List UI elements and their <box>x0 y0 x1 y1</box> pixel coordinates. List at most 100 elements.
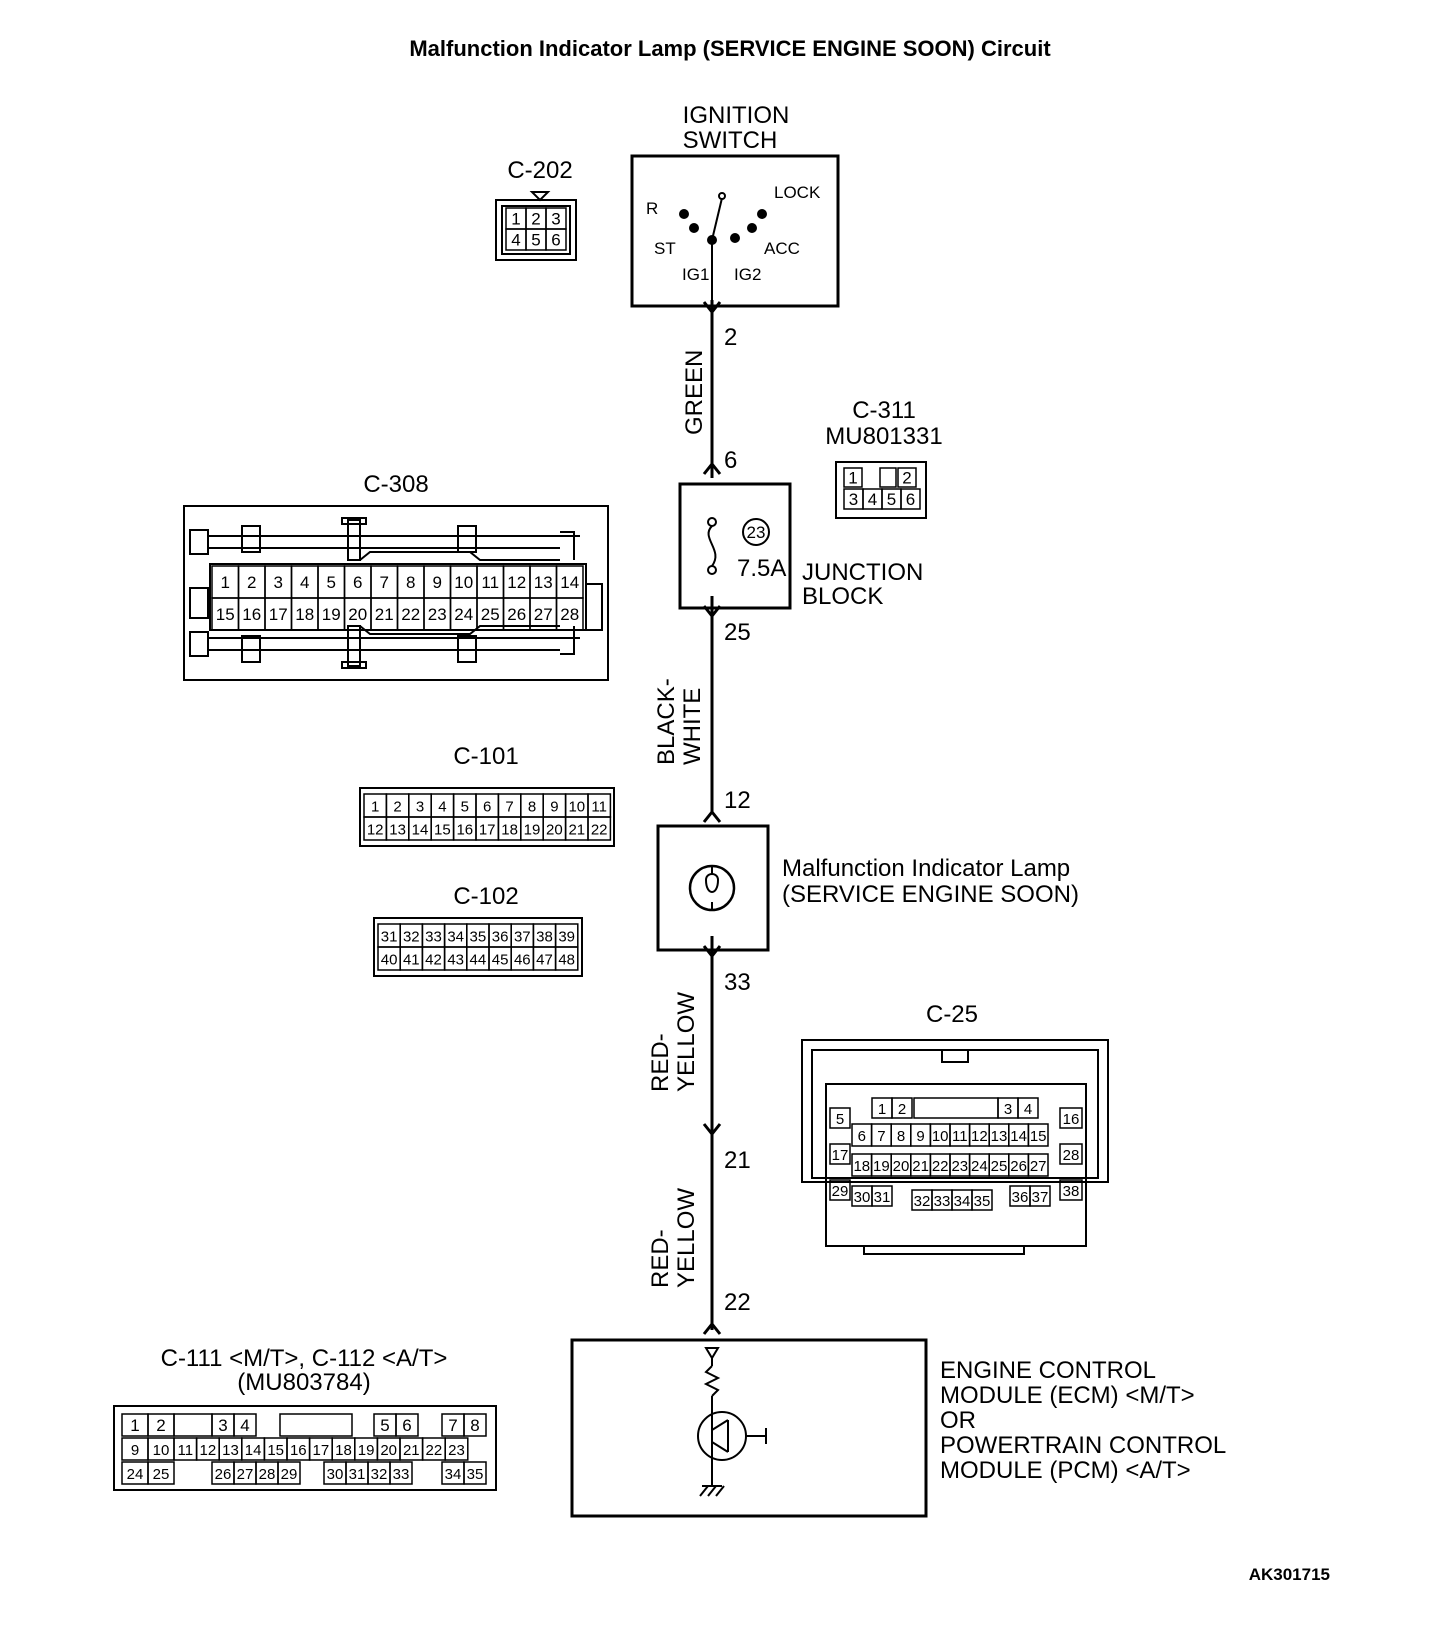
connector-pin-cell <box>277 1461 301 1485</box>
fuse-number: 23 <box>747 523 766 542</box>
connector-pin-cell <box>173 1413 213 1437</box>
connector-pin-cell <box>545 228 567 251</box>
connector-pin-label: 20 <box>348 605 367 624</box>
connector-pin-label: 1 <box>511 210 520 229</box>
fuse-rating: 7.5A <box>737 555 786 582</box>
connector-pin-label: 26 <box>507 605 526 624</box>
connector-pin-label: 3 <box>1004 1101 1012 1118</box>
connector-pin-label: 19 <box>322 605 341 624</box>
connector-pin-label: 21 <box>375 605 394 624</box>
connector-pin-label: 7 <box>448 1416 457 1435</box>
connector-pin-label: 12 <box>367 822 384 839</box>
connector-pin-cell <box>555 597 584 631</box>
connector-pin-cell <box>900 488 921 510</box>
connector-pin-label: 12 <box>971 1128 988 1145</box>
lamp-label: (SERVICE ENGINE SOON) <box>782 881 1079 908</box>
connector-pin-cell <box>395 1413 419 1437</box>
connector-pin-label: 26 <box>1010 1158 1027 1175</box>
connector-pin-label: 22 <box>591 822 608 839</box>
malfunction-indicator-lamp: Malfunction Indicator Lamp (SERVICE ENGI… <box>656 824 1079 952</box>
connector-pin-label: 23 <box>428 605 447 624</box>
ecm-label: POWERTRAIN CONTROL <box>940 1432 1226 1459</box>
pin-label: 2 <box>724 324 737 351</box>
connector-pin-label: 26 <box>215 1466 232 1483</box>
connector-pin-label: 15 <box>1030 1128 1047 1145</box>
connector-pin-label: 39 <box>558 929 575 946</box>
connector-pin-label: 1 <box>878 1101 886 1118</box>
connector-pin-cell <box>554 946 579 971</box>
connector-pin-label: 5 <box>327 573 336 592</box>
connector-pin-cell <box>843 467 863 488</box>
connector-pin-label: 28 <box>560 605 579 624</box>
connector-pin-label: 32 <box>371 1466 388 1483</box>
connector-pin-label: 45 <box>492 952 509 969</box>
connector-name: C-202 <box>507 157 572 184</box>
connector-pin-label: 19 <box>873 1158 890 1175</box>
connector-pin-label: 4 <box>240 1416 249 1435</box>
connector-pin-cell <box>587 816 612 841</box>
connector-pin-label: 15 <box>434 822 451 839</box>
connector-pin-label: 11 <box>591 799 607 816</box>
connector-pin-label: 37 <box>1032 1189 1049 1206</box>
connector-pin-label: 15 <box>267 1442 284 1459</box>
connector-pin-label: 1 <box>848 469 857 488</box>
connector-pin-label: 3 <box>551 210 560 229</box>
connector-pin-label: 18 <box>501 822 518 839</box>
connector-pin-label: 48 <box>558 952 575 969</box>
ecm-module: ENGINE CONTROL MODULE (ECM) <M/T> OR POW… <box>570 1338 1226 1518</box>
connector-pin-label: 17 <box>269 605 288 624</box>
connector-pin-label: 34 <box>447 929 464 946</box>
connector-pin-label: 8 <box>470 1416 479 1435</box>
junction-block-label: BLOCK <box>802 583 883 610</box>
connector-pin-label: 2 <box>531 210 540 229</box>
connector-pin-label: 20 <box>546 822 563 839</box>
connector-pin-label: 33 <box>934 1193 951 1210</box>
connector-pin-label: 6 <box>402 1416 411 1435</box>
connector-pin-label: 20 <box>380 1442 397 1459</box>
connector-pin-label: 21 <box>403 1442 420 1459</box>
connector-pin-label: 31 <box>874 1189 891 1206</box>
connector-pin-label: 16 <box>456 822 473 839</box>
connector-pin-label: 11 <box>178 1442 194 1459</box>
connector-pin-cell <box>829 1179 851 1201</box>
connector-pin-cell <box>1017 1097 1039 1119</box>
connector-pin-label: 22 <box>426 1442 443 1459</box>
connector-pin-cell <box>1059 1179 1083 1201</box>
connector-pin-label: 1 <box>221 573 230 592</box>
connector-pin-label: 25 <box>991 1158 1008 1175</box>
connector-pin-cell <box>463 1413 487 1437</box>
ecm-label: ENGINE CONTROL <box>940 1357 1156 1384</box>
connector-pin-label: 21 <box>912 1158 929 1175</box>
connector-pin-label: 19 <box>358 1442 375 1459</box>
wire-color-label: RED- <box>647 1229 674 1288</box>
connector-pin-label: 31 <box>381 929 398 946</box>
figure-id: AK301715 <box>1249 1565 1330 1584</box>
connector-pin-label: 10 <box>454 573 473 592</box>
connector-pin-label: 10 <box>568 799 585 816</box>
connector-pin-label: 8 <box>406 573 415 592</box>
connector-pin-label: 24 <box>971 1158 988 1175</box>
connector-pin-label: 16 <box>1063 1111 1080 1128</box>
connector-pin-label: 2 <box>393 799 401 816</box>
connector-pin-label: 15 <box>216 605 235 624</box>
connector-pin-label: 11 <box>481 573 499 592</box>
connector-pin-label: 6 <box>906 490 915 509</box>
connector-pin-label: 13 <box>389 822 406 839</box>
pin-label: 12 <box>724 787 751 814</box>
connector-pin-cell <box>463 1461 487 1485</box>
switch-position: ST <box>654 239 676 258</box>
connector-pin-label: 22 <box>401 605 420 624</box>
connector-pin-label: 9 <box>916 1128 924 1145</box>
connector-pin-label: 14 <box>1010 1128 1027 1145</box>
connector-pin-cell <box>1029 1185 1051 1207</box>
connector-pin-label: 18 <box>335 1442 352 1459</box>
connector-pin-label: 43 <box>447 952 464 969</box>
connector-pin-label: 23 <box>448 1442 465 1459</box>
connector-pin-label: 4 <box>868 490 877 509</box>
connector-pin-label: 7 <box>505 799 513 816</box>
ecm-label: OR <box>940 1407 976 1434</box>
connector-pin-label: 4 <box>511 231 520 250</box>
connector-pin-label: 6 <box>353 573 362 592</box>
